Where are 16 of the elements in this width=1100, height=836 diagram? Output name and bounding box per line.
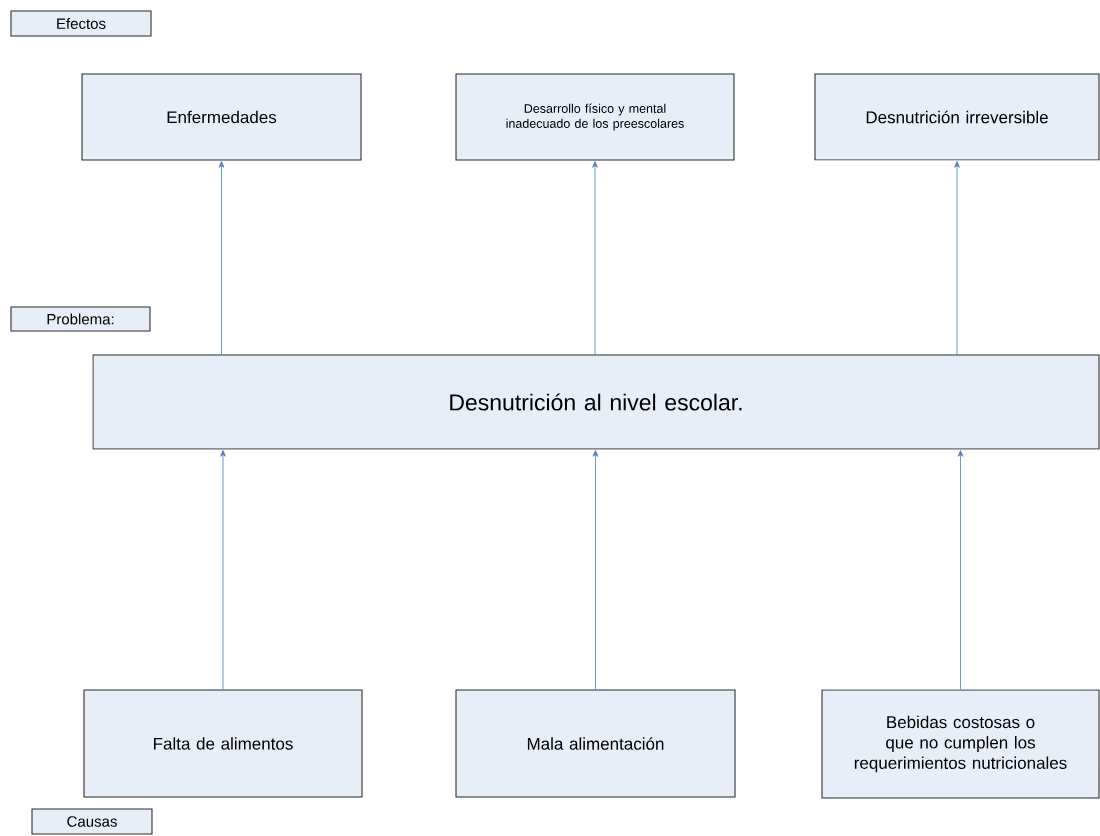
effect-box: Desnutrición irreversible — [814, 73, 1100, 161]
effect-box: Enfermedades — [81, 73, 362, 161]
section-label: Efectos — [10, 10, 152, 37]
arrow — [220, 450, 226, 690]
arrow — [218, 161, 225, 355]
section-label: Causas — [31, 808, 153, 835]
arrow — [592, 161, 598, 355]
arrow — [954, 161, 960, 355]
problem-box: Desnutrición al nivel escolar. — [92, 354, 1100, 450]
cause-box: Falta de alimentos — [83, 689, 363, 798]
arrow — [957, 450, 964, 690]
effect-box: Desarrollo físico y mental inadecuado de los preescolares — [455, 73, 735, 161]
section-label: Problema: — [10, 306, 151, 332]
cause-box: Mala alimentación — [455, 689, 736, 798]
cause-box: Bebidas costosas o que no cumplen los requerimientos nutricionales — [821, 689, 1100, 799]
arrow — [592, 450, 599, 690]
